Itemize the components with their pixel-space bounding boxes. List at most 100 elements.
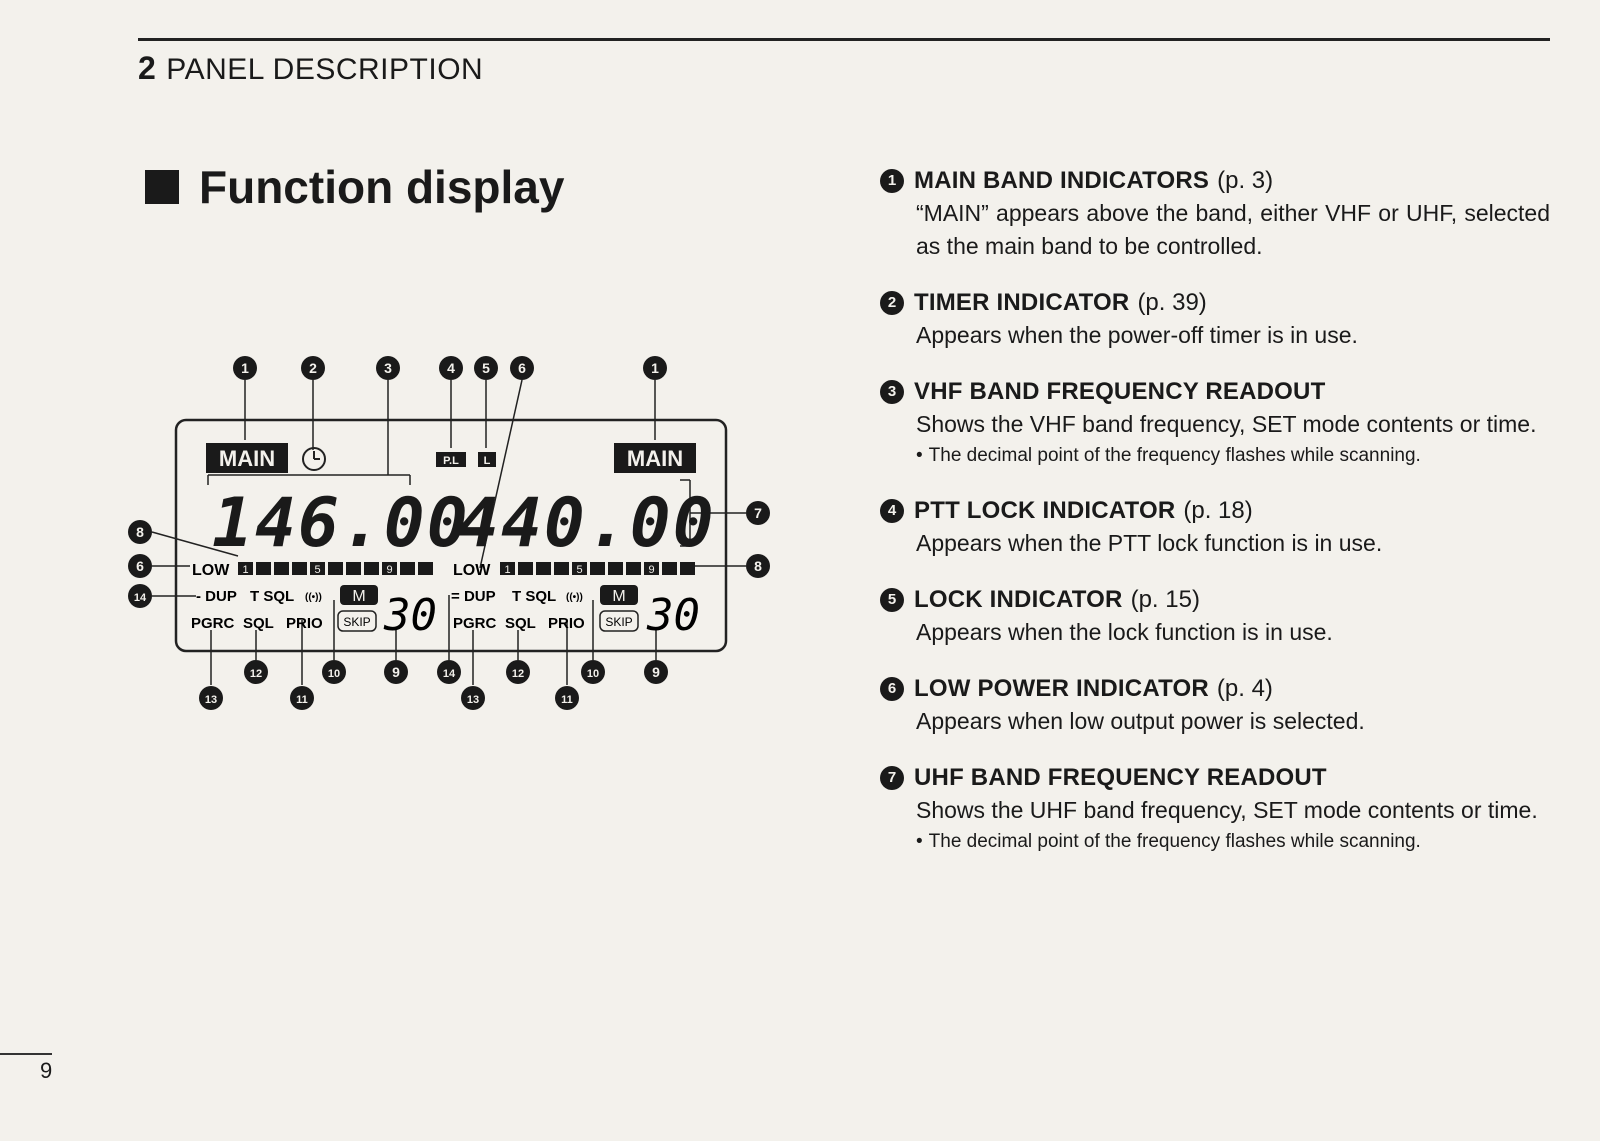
item-title: LOCK INDICATOR: [914, 586, 1123, 613]
callout-badge: [746, 554, 770, 578]
item-body: “MAIN” appears above the band, either VH…: [916, 200, 1550, 259]
callout-number: 2: [309, 360, 317, 376]
item-body: Appears when the power-off timer is in u…: [916, 322, 1358, 348]
callout-badge: [581, 660, 605, 684]
memory-channel-readout-uhf: 30: [646, 590, 700, 641]
meter-segment: [626, 562, 641, 575]
chapter-title: PANEL DESCRIPTION: [166, 53, 484, 86]
callout-badge: [439, 356, 463, 380]
meter-segment: [590, 562, 605, 575]
callout-badge: [128, 520, 152, 544]
item-note: •The decimal point of the frequency flas…: [916, 831, 1421, 852]
callout-number: 13: [205, 694, 217, 706]
callout-number: 3: [384, 360, 392, 376]
item-number-badge: 1: [880, 169, 904, 193]
callout-badge: [643, 356, 667, 380]
meter-mark: 5: [314, 564, 320, 576]
item-note: •The decimal point of the frequency flas…: [916, 445, 1421, 466]
meter-segment: [238, 562, 253, 575]
sql-indicator-uhf: SQL: [505, 615, 536, 632]
meter-segment: [310, 562, 325, 575]
callout-number: 7: [754, 505, 762, 521]
item-title: PTT LOCK INDICATOR: [914, 497, 1176, 524]
ptt-lock-indicator: [436, 452, 466, 467]
item-number-badge: 7: [880, 766, 904, 790]
item-page-ref: (p. 3): [1217, 167, 1274, 194]
item-page-ref: (p. 18): [1183, 497, 1253, 524]
section-heading: Function display: [145, 160, 564, 214]
tsql-pocket-beep-icon-uhf: ((•)): [566, 592, 583, 603]
page-number-rule: [0, 1053, 52, 1055]
item-title: TIMER INDICATOR: [914, 289, 1130, 316]
pgrc-indicator-uhf: PGRC: [453, 615, 497, 632]
pl-label: P.L: [443, 455, 459, 467]
pgrc-indicator-vhf: PGRC: [191, 615, 235, 632]
item-title: MAIN BAND INDICATORS: [914, 167, 1210, 194]
skip-label-uhf: SKIP: [605, 615, 632, 629]
item-body: Appears when the PTT lock function is in…: [916, 530, 1383, 556]
main-indicator-uhf: [614, 443, 696, 473]
callout-badge: [474, 356, 498, 380]
callout-number: 5: [482, 360, 490, 376]
tsql-pocket-beep-icon-vhf: ((•)): [305, 592, 322, 603]
section-square-icon: [145, 170, 179, 204]
indicator-description-list: 1 MAIN BAND INDICATORS (p. 3) “MAIN” appear…: [880, 165, 1550, 881]
callout-badge: [644, 660, 668, 684]
page-number: 9: [40, 1058, 53, 1083]
item-title: UHF BAND FREQUENCY READOUT: [914, 764, 1327, 791]
meter-segment: [680, 562, 695, 575]
meter-segment: [256, 562, 271, 575]
prio-indicator-uhf: PRIO: [548, 615, 585, 632]
callout-badge: [746, 501, 770, 525]
meter-segment: [572, 562, 587, 575]
description-item: 1 MAIN BAND INDICATORS (p. 3) “MAIN” appear…: [880, 165, 1550, 263]
meter-segment: [400, 562, 415, 575]
item-note-text: The decimal point of the frequency flash…: [928, 831, 1421, 852]
callout-number: 6: [136, 558, 144, 574]
meter-segment: [500, 562, 515, 575]
meter-mark: 9: [648, 564, 654, 576]
meter-segment: [292, 562, 307, 575]
item-body: Appears when the lock function is in use…: [916, 619, 1333, 645]
callout-number: 11: [296, 694, 308, 706]
meter-segment: [644, 562, 659, 575]
callout-badge: [322, 660, 346, 684]
item-page-ref: (p. 39): [1137, 289, 1207, 316]
item-number-badge: 3: [880, 380, 904, 404]
header-rule: [138, 38, 1550, 41]
item-body: Appears when low output power is selecte…: [916, 708, 1365, 734]
lock-label: L: [484, 455, 491, 467]
main-indicator-vhf: [206, 443, 288, 473]
callout-number: 13: [467, 694, 479, 706]
callout-badge: [376, 356, 400, 380]
dup-indicator-uhf: = DUP: [451, 588, 496, 605]
callout-badge: [384, 660, 408, 684]
callout-number: 4: [447, 360, 455, 376]
meter-mark: 1: [504, 564, 510, 576]
item-body: Shows the UHF band frequency, SET mode c…: [916, 797, 1538, 823]
callout-number: 14: [443, 668, 456, 680]
prio-indicator-vhf: PRIO: [286, 615, 323, 632]
memory-indicator-uhf: [600, 585, 638, 605]
item-heading: 7 UHF BAND FREQUENCY READOUT: [880, 762, 1550, 794]
meter-segment: [364, 562, 379, 575]
item-note-text: The decimal point of the frequency flash…: [928, 445, 1421, 466]
callout-badge: [290, 686, 314, 710]
callout-badge: [199, 686, 223, 710]
meter-segment: [608, 562, 623, 575]
item-number-badge: 6: [880, 677, 904, 701]
callout-badge: [555, 686, 579, 710]
section-title: Function display: [199, 161, 565, 213]
callout-number: 10: [328, 668, 340, 680]
timer-clock-icon: [302, 447, 326, 471]
meter-mark: 9: [386, 564, 392, 576]
callout-badge: [301, 356, 325, 380]
